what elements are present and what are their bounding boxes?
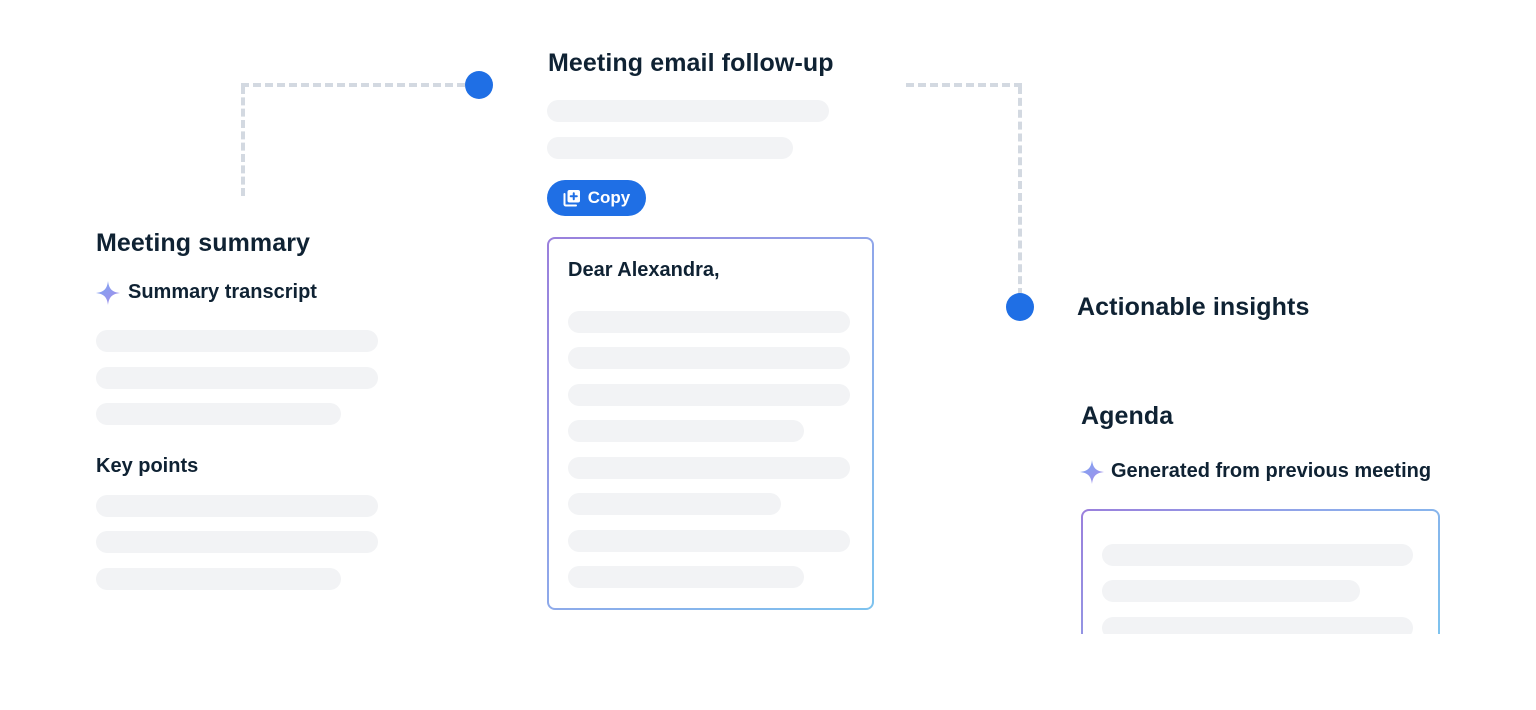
email-body-skeleton-line [568, 457, 850, 479]
summary-skeleton-line [96, 403, 341, 425]
email-body-skeleton-line [568, 384, 850, 406]
copy-button-label: Copy [587, 188, 631, 207]
key-points-skeleton-line [96, 495, 378, 517]
connector-left-horizontal [241, 83, 477, 87]
connector-dot-insights [1006, 293, 1034, 321]
email-skeleton-line [547, 137, 793, 159]
connector-right-vertical [1018, 86, 1022, 296]
agenda-subtitle: Generated from previous meeting [1111, 460, 1432, 482]
copy-plus-icon [563, 189, 581, 207]
sparkle-icon [1079, 459, 1105, 485]
connector-left-vertical [241, 86, 245, 196]
email-body-skeleton-line [568, 311, 850, 333]
agenda-skeleton-line [1102, 617, 1413, 634]
email-skeleton-line [547, 100, 829, 122]
agenda-skeleton-line [1102, 544, 1413, 566]
key-points-skeleton-line [96, 568, 341, 590]
key-points-label: Key points [96, 455, 199, 477]
email-draft-card: Dear Alexandra, [547, 237, 874, 610]
email-body-skeleton-line [568, 566, 804, 588]
summary-skeleton-line [96, 330, 378, 352]
email-followup-title: Meeting email follow-up [548, 49, 834, 77]
summary-skeleton-line [96, 367, 378, 389]
copy-button[interactable]: Copy [547, 180, 646, 216]
email-greeting: Dear Alexandra, [568, 259, 720, 281]
email-body-skeleton-line [568, 493, 781, 515]
email-body-skeleton-line [568, 530, 850, 552]
connector-right-horizontal [906, 83, 1022, 87]
agenda-skeleton-line [1102, 580, 1360, 602]
actionable-insights-title: Actionable insights [1077, 293, 1310, 321]
sparkle-icon [95, 280, 121, 306]
connector-dot-email [465, 71, 493, 99]
summary-transcript-label: Summary transcript [128, 281, 317, 303]
email-body-skeleton-line [568, 347, 850, 369]
meeting-summary-title: Meeting summary [96, 229, 311, 257]
agenda-title: Agenda [1081, 402, 1174, 430]
email-body-skeleton-line [568, 420, 804, 442]
agenda-card [1081, 509, 1440, 634]
key-points-skeleton-line [96, 531, 378, 553]
